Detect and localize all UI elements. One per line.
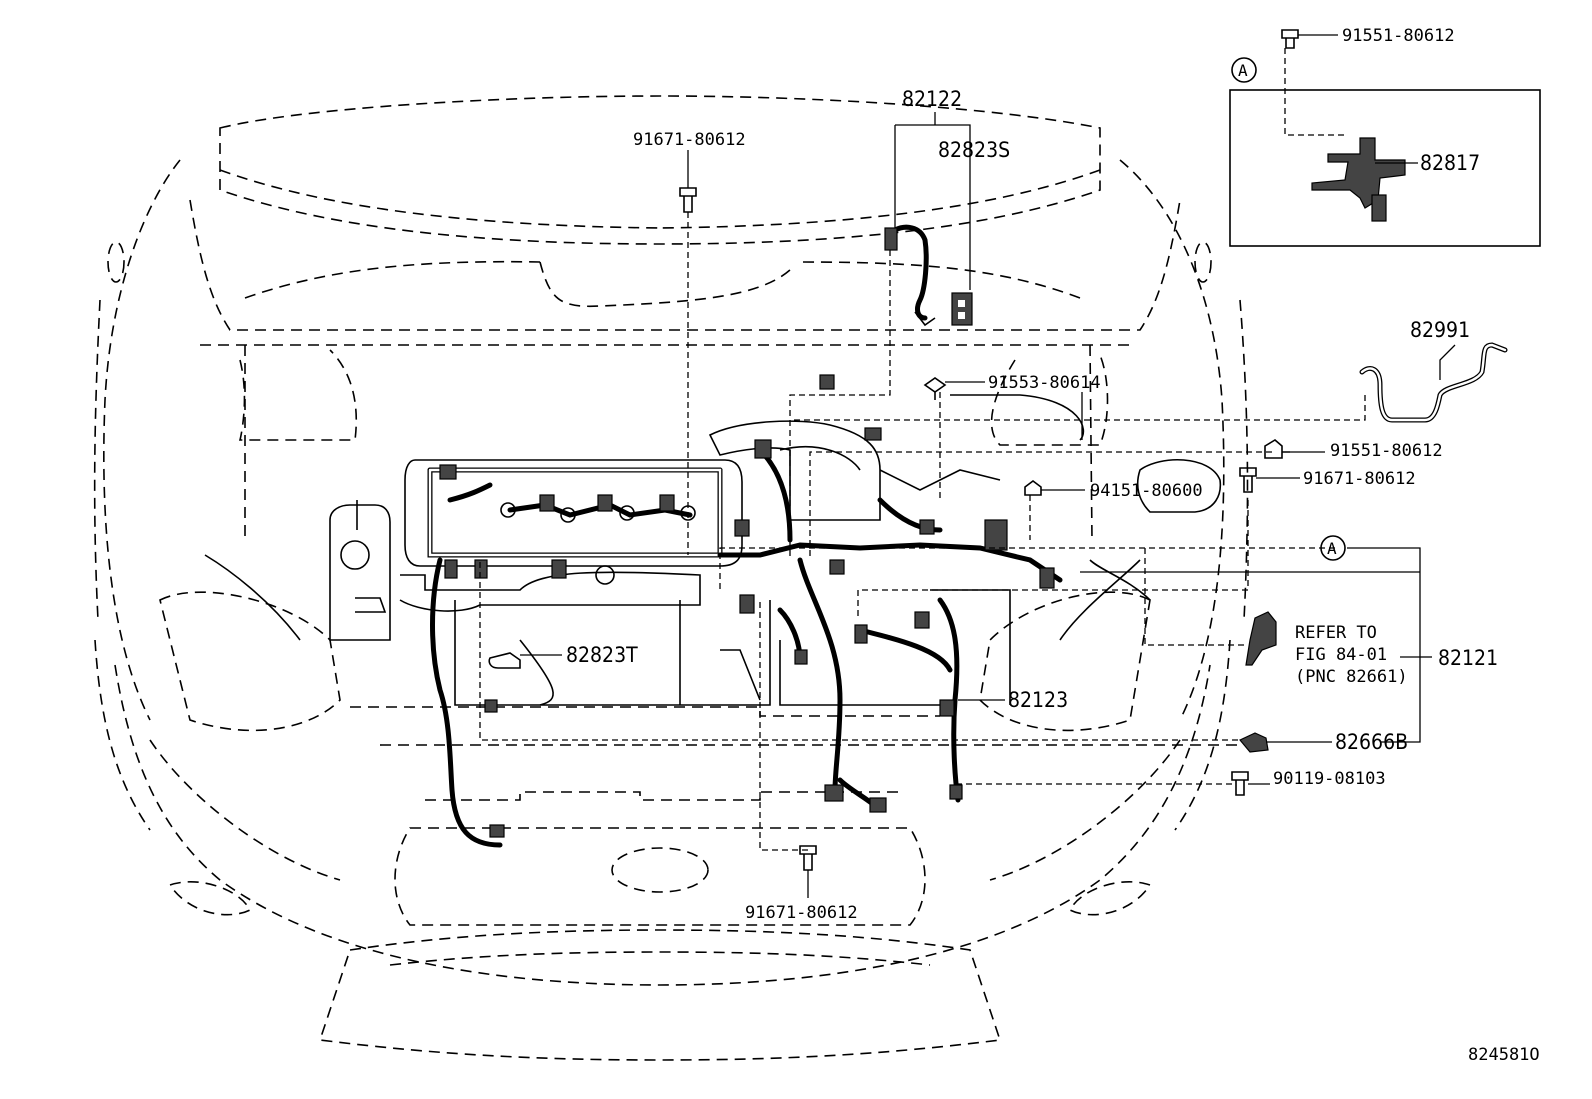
label-82991: 82991 [1410, 318, 1470, 342]
label-91671-top: 91671-80612 [633, 130, 746, 150]
label-91671-right: 91671-80612 [1303, 469, 1416, 489]
label-82823t: 82823T [566, 643, 638, 667]
label-82123: 82123 [1008, 688, 1068, 712]
leader-lines [479, 48, 1366, 851]
label-82121: 82121 [1438, 646, 1498, 670]
vehicle-body-outline [93, 95, 1249, 1061]
label-91553: 91553-80614 [988, 373, 1101, 393]
bolt-91671-right [1239, 467, 1257, 493]
bolt-90119 [1231, 771, 1249, 796]
engine-outline [329, 394, 1222, 706]
bolt-91551-mid [1264, 439, 1290, 459]
detail-view-a [1229, 29, 1541, 247]
part-82823s-connector [951, 292, 973, 326]
label-91551-detail: 91551-80612 [1342, 26, 1455, 46]
part-82823t-connector [488, 652, 521, 669]
label-91551-mid: 91551-80612 [1330, 441, 1443, 461]
figure-id: 824581O [1468, 1045, 1540, 1065]
label-marker-a: A [1327, 539, 1337, 558]
engine-wire-harness [427, 447, 1063, 848]
part-labels: 82122 82823S 91671-80612 91551-80612 A 8… [566, 26, 1540, 1065]
part-82991-wire [1359, 342, 1508, 423]
bolt-91671-top [679, 187, 697, 213]
nut-94151 [1024, 480, 1042, 496]
label-82666b: 82666B [1335, 730, 1408, 754]
label-82823s: 82823S [938, 138, 1010, 162]
part-82122-harness [884, 224, 936, 327]
callout-brackets [520, 34, 1456, 898]
label-refer-3: (PNC 82661) [1295, 667, 1408, 687]
label-94151: 94151-80600 [1090, 481, 1203, 501]
label-91671-bottom: 91671-80612 [745, 903, 858, 923]
label-refer-2: FIG 84-01 [1295, 645, 1387, 665]
label-82817: 82817 [1420, 151, 1480, 175]
label-detail-marker: A [1238, 61, 1248, 80]
label-90119: 90119-08103 [1273, 769, 1386, 789]
harness-connectors [439, 374, 1055, 838]
part-82661-reference [1245, 611, 1277, 666]
part-82666b-clamp [1239, 732, 1269, 753]
bolt-91553 [923, 377, 947, 400]
label-82122: 82122 [902, 87, 962, 111]
label-refer-1: REFER TO [1295, 623, 1377, 643]
